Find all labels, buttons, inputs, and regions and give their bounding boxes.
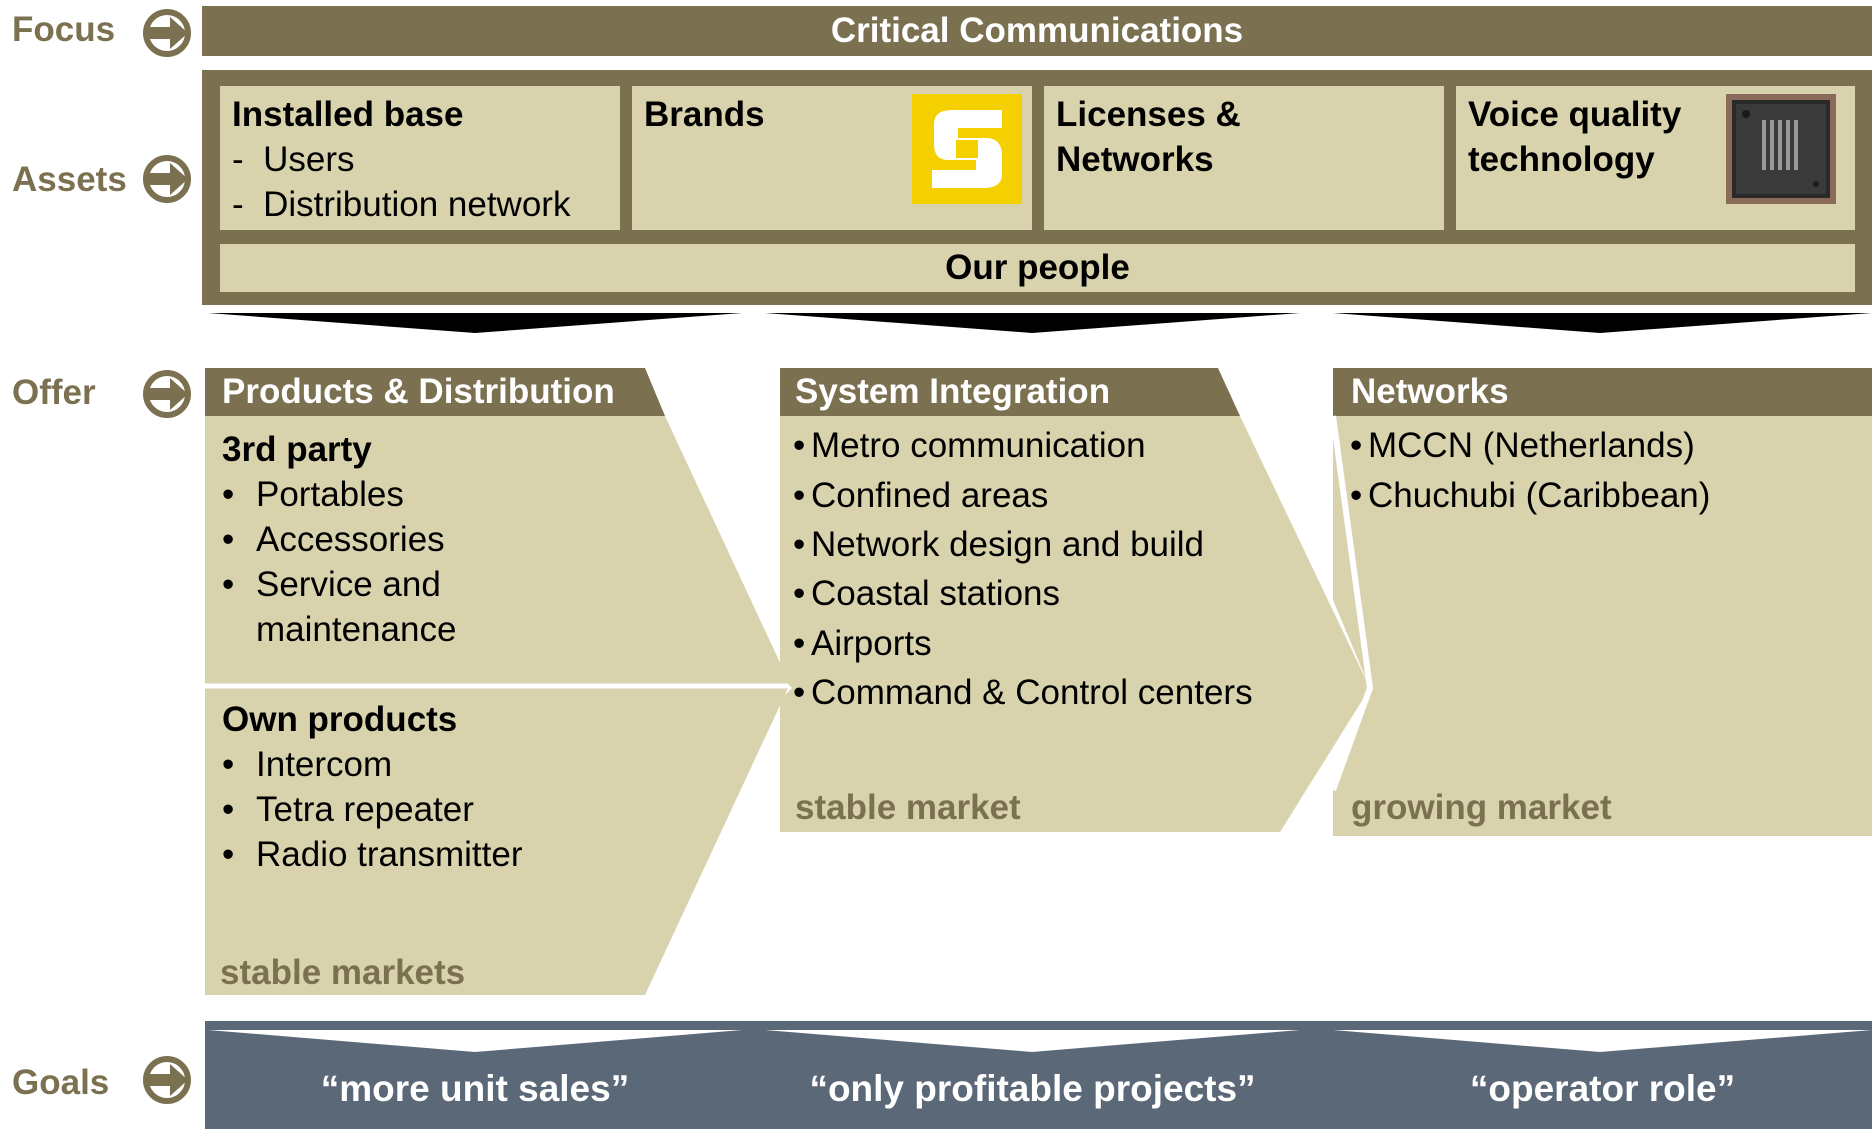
networks-header: Networks xyxy=(1351,372,1509,411)
our-people-bar: Our people xyxy=(220,244,1855,292)
system-integration-header: System Integration xyxy=(795,372,1111,411)
installed-base-title: Installed base xyxy=(232,95,464,134)
own-products-title: Own products xyxy=(222,700,458,739)
down-chevron-3 xyxy=(1333,313,1872,333)
si-market-label: stable market xyxy=(795,788,1021,827)
si-item: Airports xyxy=(793,622,932,666)
products-header-bg xyxy=(205,368,665,416)
licenses-title-line2: Networks xyxy=(1056,140,1214,179)
voice-title-line2: technology xyxy=(1468,140,1655,179)
goals-arrow-icon xyxy=(143,1056,191,1104)
system-integration-header-bg xyxy=(780,368,1240,416)
brands-title: Brands xyxy=(644,95,765,134)
goals-chevron-2 xyxy=(765,1030,1300,1052)
focus-arrow-icon xyxy=(143,9,191,57)
networks-header-bg xyxy=(1333,368,1872,416)
third-party-item: Service and xyxy=(222,563,441,607)
offer-arrow-icon xyxy=(143,370,191,418)
assets-row-label: Assets xyxy=(12,160,127,199)
assets-arrow-icon xyxy=(143,155,191,203)
chip-icon xyxy=(1726,94,1836,204)
si-item: Coastal stations xyxy=(793,572,1060,616)
goal-operator-role: “operator role” xyxy=(1469,1068,1736,1109)
products-market-label: stable markets xyxy=(220,953,466,992)
goal-profitable-projects: “only profitable projects” xyxy=(809,1068,1256,1109)
si-item: Network design and build xyxy=(793,523,1204,567)
third-party-item: Portables xyxy=(222,473,404,517)
licenses-title-line1: Licenses & xyxy=(1056,95,1241,134)
down-chevron-1 xyxy=(208,313,742,333)
goals-chevron-1 xyxy=(208,1030,742,1052)
third-party-item-continued: maintenance xyxy=(256,610,457,649)
products-header: Products & Distribution xyxy=(222,372,615,411)
si-item: Command & Control centers xyxy=(793,671,1253,715)
goal-unit-sales: “more unit sales” xyxy=(320,1068,630,1109)
installed-base-item-distribution: - Distribution network xyxy=(232,185,571,224)
own-products-item: Intercom xyxy=(222,743,392,787)
installed-base-item-users: - Users xyxy=(232,140,355,179)
goals-chevron-3 xyxy=(1333,1030,1872,1052)
brand-logo-icon xyxy=(912,94,1022,204)
goals-row-label: Goals xyxy=(12,1063,110,1102)
system-integration-panel xyxy=(780,416,1370,832)
own-products-item: Tetra repeater xyxy=(222,788,474,832)
licenses-box: Licenses & Networks xyxy=(1044,86,1444,230)
voice-title-line1: Voice quality xyxy=(1468,95,1682,134)
third-party-title: 3rd party xyxy=(222,430,372,469)
networks-item: Chuchubi (Caribbean) xyxy=(1350,474,1710,518)
si-item: Metro communication xyxy=(793,424,1146,468)
focus-row-label: Focus xyxy=(12,10,116,49)
own-products-item: Radio transmitter xyxy=(222,833,522,877)
focus-bar: Critical Communications xyxy=(202,6,1872,56)
offer-row-label: Offer xyxy=(12,373,96,412)
networks-item: MCCN (Netherlands) xyxy=(1350,424,1695,468)
down-chevron-2 xyxy=(765,313,1300,333)
installed-base-box: Installed base - Users - Distribution ne… xyxy=(220,86,620,230)
si-item: Confined areas xyxy=(793,474,1048,518)
third-party-item: Accessories xyxy=(222,518,445,562)
networks-chevron-edge xyxy=(1330,415,1374,792)
networks-market-label: growing market xyxy=(1351,788,1612,827)
